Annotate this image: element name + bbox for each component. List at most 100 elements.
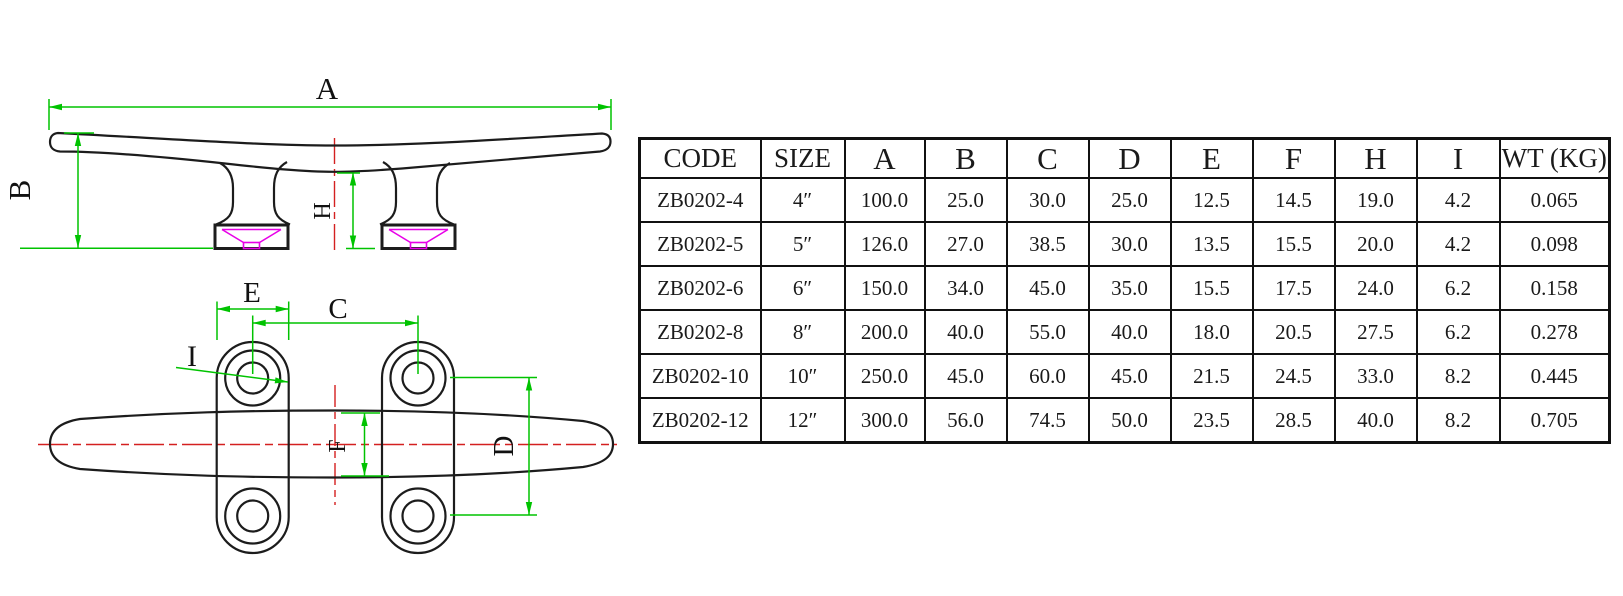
- dim-a-arrow: [598, 103, 611, 111]
- dim-b-arrow: [74, 133, 82, 146]
- dim-label-i: I: [187, 340, 197, 373]
- spec-table-cell: 8.2: [1415, 353, 1501, 399]
- spec-table-cell: 10″: [759, 353, 846, 399]
- spec-table-cell: 6.2: [1415, 265, 1501, 311]
- side-view: A B H: [2, 71, 612, 255]
- dim-label-d: D: [488, 436, 520, 457]
- spec-header-size: SIZE: [759, 137, 846, 179]
- cleat-side-outline: [48, 131, 612, 173]
- spec-table-cell: 50.0: [1087, 397, 1172, 444]
- plan-view: E C I F D: [38, 277, 617, 555]
- spec-table-cell: 33.0: [1333, 353, 1418, 399]
- table-row: ZB0202-12 12″ 300.0 56.0 74.5 50.0 23.5 …: [638, 397, 1611, 444]
- spec-table-cell: 0.098: [1498, 221, 1611, 267]
- countersink-right: [388, 228, 449, 250]
- spec-table-cell: 60.0: [1005, 353, 1090, 399]
- spec-table-cell: 25.0: [1087, 177, 1172, 223]
- bolt-holes: [224, 349, 447, 545]
- dim-e-arrow: [275, 305, 289, 313]
- spec-header-f: F: [1251, 137, 1336, 179]
- dim-d-arrow: [525, 502, 533, 515]
- dim-a-arrow: [49, 103, 62, 111]
- spec-table-header-row: CODE SIZE A B C D E F H I WT (KG): [638, 137, 1611, 179]
- dim-c: [251, 315, 419, 374]
- dim-e-arrow: [217, 305, 230, 313]
- spec-header-d: D: [1087, 137, 1172, 179]
- spec-table-cell: 17.5: [1251, 265, 1336, 311]
- table-row: ZB0202-6 6″ 150.0 34.0 45.0 35.0 15.5 17…: [638, 265, 1611, 311]
- spec-table-cell: ZB0202-12: [638, 397, 762, 444]
- spec-table-cell: 27.5: [1333, 309, 1418, 355]
- table-row: ZB0202-10 10″ 250.0 45.0 60.0 45.0 21.5 …: [638, 353, 1611, 399]
- spec-header-h: H: [1333, 137, 1418, 179]
- spec-table-cell: 24.0: [1333, 265, 1418, 311]
- spec-header-code: CODE: [638, 137, 762, 179]
- spec-table-cell: 0.158: [1498, 265, 1611, 311]
- spec-header-wt: WT (KG): [1498, 137, 1611, 179]
- spec-table-cell: 18.0: [1169, 309, 1254, 355]
- spec-table-cell: 13.5: [1169, 221, 1254, 267]
- spec-table-cell: ZB0202-10: [638, 353, 762, 399]
- mount-foot-right: [380, 223, 457, 250]
- spec-table-cell: 34.0: [923, 265, 1008, 311]
- dim-label-a: A: [316, 71, 339, 106]
- spec-table-cell: 150.0: [843, 265, 926, 311]
- spec-table-cell: 12″: [759, 397, 846, 444]
- spec-table-cell: 100.0: [843, 177, 926, 223]
- spec-table-cell: 8.2: [1415, 397, 1501, 444]
- leader-i-arrow: [274, 377, 288, 384]
- cleat-leg-left: [215, 162, 235, 226]
- dim-h-arrow: [349, 172, 357, 186]
- spec-table-cell: 0.705: [1498, 397, 1611, 444]
- spec-table-cell: 45.0: [1005, 265, 1090, 311]
- spec-table-cell: 56.0: [923, 397, 1008, 444]
- bolt-hole: [236, 499, 270, 533]
- spec-table-cell: 15.5: [1169, 265, 1254, 311]
- dim-label-h: H: [310, 202, 336, 219]
- spec-table-cell: 19.0: [1333, 177, 1418, 223]
- cleat-leg-right: [435, 162, 455, 226]
- spec-table-cell: 0.445: [1498, 353, 1611, 399]
- spec-table-cell: 30.0: [1087, 221, 1172, 267]
- spec-table-cell: 30.0: [1005, 177, 1090, 223]
- spec-table-cell: 4.2: [1415, 177, 1501, 223]
- spec-table-cell: 21.5: [1169, 353, 1254, 399]
- bolt-hole-boss: [389, 487, 447, 545]
- spec-table: CODE SIZE A B C D E F H I WT (KG) ZB0202…: [638, 137, 1611, 444]
- spec-table-cell: 20.5: [1251, 309, 1336, 355]
- spec-table-cell: ZB0202-6: [638, 265, 762, 311]
- spec-table-cell: 200.0: [843, 309, 926, 355]
- cleat-plan-body: [48, 409, 615, 479]
- spec-table-cell: 15.5: [1251, 221, 1336, 267]
- dim-label-b: B: [2, 180, 37, 201]
- spec-table-cell: ZB0202-8: [638, 309, 762, 355]
- spec-table-cell: 0.065: [1498, 177, 1611, 223]
- spec-table-cell: 55.0: [1005, 309, 1090, 355]
- spec-table-cell: 5″: [759, 221, 846, 267]
- spec-table-cell: 35.0: [1087, 265, 1172, 311]
- spec-header-e: E: [1169, 137, 1254, 179]
- bolt-hole: [401, 499, 435, 533]
- spec-table-cell: 45.0: [923, 353, 1008, 399]
- dim-f-arrow: [361, 463, 368, 476]
- spec-header-i: I: [1415, 137, 1501, 179]
- cleat-leg-right: [379, 161, 398, 226]
- leader-i-line: [175, 366, 289, 383]
- spec-table-container: CODE SIZE A B C D E F H I WT (KG) ZB0202…: [638, 137, 1611, 444]
- table-row: ZB0202-8 8″ 200.0 40.0 55.0 40.0 18.0 20…: [638, 309, 1611, 355]
- dim-b-arrow: [74, 235, 82, 248]
- dim-label-c: C: [328, 293, 347, 325]
- cleat-leg-left: [272, 161, 291, 226]
- dim-b: [20, 132, 213, 250]
- spec-header-a: A: [843, 137, 926, 179]
- spec-table-cell: 20.0: [1333, 221, 1418, 267]
- spec-table-cell: 40.0: [1333, 397, 1418, 444]
- dim-label-e: E: [243, 277, 261, 309]
- spec-table-cell: 8″: [759, 309, 846, 355]
- spec-table-cell: ZB0202-4: [638, 177, 762, 223]
- dim-d: [450, 376, 537, 516]
- spec-table-cell: 0.278: [1498, 309, 1611, 355]
- spec-table-cell: 250.0: [843, 353, 926, 399]
- dim-f-arrow: [361, 413, 368, 426]
